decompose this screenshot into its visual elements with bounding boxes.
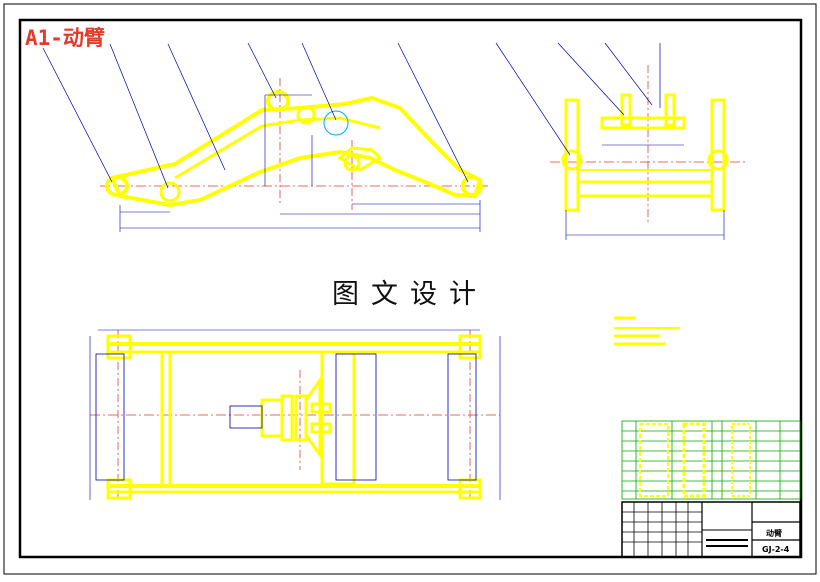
outer-frame <box>3 3 817 575</box>
inner-frame <box>18 18 803 559</box>
parts-list <box>621 420 801 500</box>
title-block-frame <box>621 501 801 558</box>
sheet-title-tag: A1-动臂 <box>25 26 105 50</box>
plan-view <box>89 329 501 500</box>
front-view <box>42 42 490 232</box>
technical-notes <box>614 316 680 346</box>
title-block-drawing-name: 动臂 <box>766 529 782 538</box>
side-view <box>495 42 745 240</box>
title-block-drawing-code: GJ-2-4 <box>762 545 790 554</box>
watermark-text: 图文设计 <box>332 279 488 310</box>
